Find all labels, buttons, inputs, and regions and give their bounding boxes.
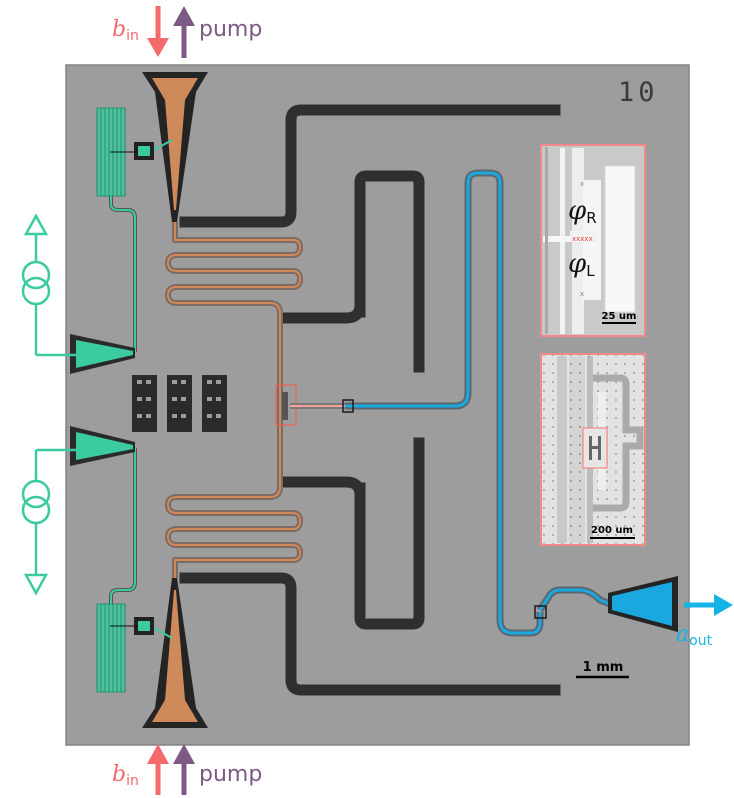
b-in-label-bottom: bin xyxy=(112,762,139,789)
phi-l-sub: L xyxy=(586,262,595,280)
b-symbol-bottom: b xyxy=(112,762,127,787)
inset-coupler-zoom xyxy=(540,353,646,546)
flux-bias-lines xyxy=(70,107,173,693)
a-out-label: aout xyxy=(676,622,713,649)
svg-text:x: x xyxy=(580,290,584,298)
pump-arrow-top xyxy=(173,6,195,58)
phi-l-symbol: φ xyxy=(568,249,587,279)
a-sub: out xyxy=(689,633,713,649)
b-in-arrow-top xyxy=(147,6,169,57)
b-sub: in xyxy=(126,28,139,44)
pump-label-bottom: pump xyxy=(199,762,263,787)
current-source-icon xyxy=(21,213,78,596)
phi-l-label: φL xyxy=(568,251,595,279)
svg-text:x: x xyxy=(580,180,584,188)
pump-label-top: pump xyxy=(199,17,263,42)
phi-r-sub: R xyxy=(586,209,597,227)
chip-number: 10 xyxy=(618,77,659,108)
pump-arrow-bottom xyxy=(173,744,195,795)
inset-top-scale-label: 25 um xyxy=(601,311,637,322)
b-symbol: b xyxy=(112,17,127,42)
a-symbol: a xyxy=(676,622,690,647)
phi-r-label: φR xyxy=(568,198,597,226)
inset-bottom-scale-label: 200 um xyxy=(591,525,633,536)
main-scale-label: 1 mm xyxy=(582,660,624,675)
b-sub-bottom: in xyxy=(126,773,139,789)
output-line xyxy=(345,169,620,637)
a-out-arrow xyxy=(684,594,733,616)
phi-r-symbol: φ xyxy=(568,196,587,226)
alignment-marks xyxy=(132,375,227,432)
inset-squid-zoom: xxxxx x x xyxy=(540,144,646,337)
input-launchers xyxy=(142,72,208,728)
resonator-meanders xyxy=(179,104,561,696)
b-in-arrow-bottom xyxy=(147,744,169,795)
b-in-label-top: bin xyxy=(112,17,139,44)
svg-text:xxxxx: xxxxx xyxy=(572,235,593,243)
